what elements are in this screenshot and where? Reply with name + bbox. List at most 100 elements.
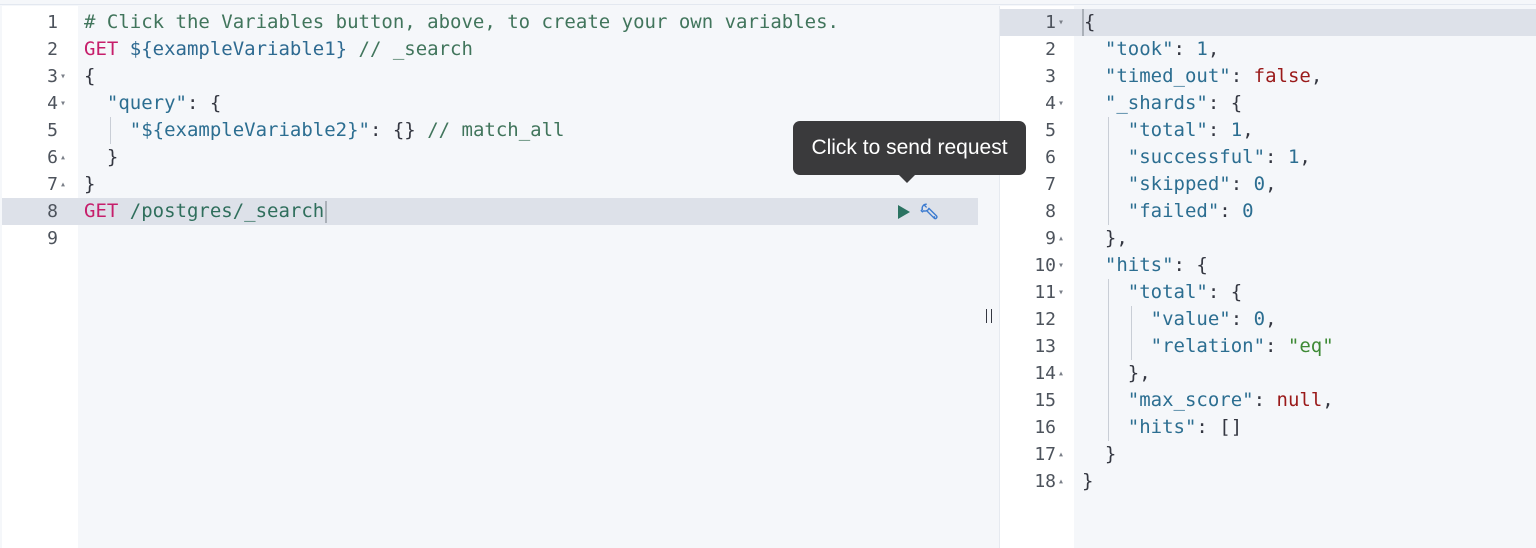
code-text: "value": 0,: [1082, 306, 1277, 333]
code-line[interactable]: 6▴ }: [2, 144, 978, 171]
fold-expand-icon[interactable]: ▴: [60, 179, 67, 190]
code-line[interactable]: 13 "relation": "eq": [1000, 333, 1536, 360]
code-line[interactable]: 7 "skipped": 0,: [1000, 171, 1536, 198]
fold-collapse-icon[interactable]: ▾: [1058, 260, 1065, 271]
line-number: 9: [1045, 228, 1056, 249]
indent-guide: [1107, 306, 1109, 333]
token-punct: [1082, 173, 1128, 195]
fold-collapse-icon[interactable]: ▾: [60, 98, 67, 109]
token-punct: :: [1173, 38, 1197, 60]
token-key: "relation": [1150, 335, 1266, 357]
fold-expand-icon[interactable]: ▴: [1058, 476, 1065, 487]
token-punct: }: [1082, 470, 1094, 492]
token-punct: :: [1265, 146, 1288, 168]
token-key: "total": [1127, 281, 1208, 303]
code-line[interactable]: 17▴ }: [1000, 441, 1536, 468]
code-line[interactable]: 10▾ "hits": {: [1000, 252, 1536, 279]
code-line[interactable]: 4▾ "_shards": {: [1000, 90, 1536, 117]
code-line[interactable]: 9: [2, 225, 978, 252]
token-key: "took": [1104, 38, 1174, 60]
code-line[interactable]: 3▾{: [2, 63, 978, 90]
token-punct: ,: [1310, 65, 1323, 87]
token-punct: [1082, 254, 1105, 276]
token-punct: ,: [1265, 173, 1277, 195]
code-text: }: [1082, 468, 1093, 495]
response-gutter: [1000, 6, 1074, 548]
line-number: 12: [1034, 309, 1056, 330]
token-punct: [1082, 200, 1128, 222]
play-icon[interactable]: [898, 204, 910, 219]
line-number: 1: [47, 12, 58, 33]
code-line[interactable]: 14▴ },: [1000, 360, 1536, 387]
indent-guide: [1107, 117, 1109, 144]
token-punct: [1082, 92, 1105, 114]
code-text: }: [84, 144, 118, 171]
fold-expand-icon[interactable]: ▴: [1058, 368, 1065, 379]
fold-collapse-icon[interactable]: ▾: [1058, 98, 1065, 109]
code-line[interactable]: 15 "max_score": null,: [1000, 387, 1536, 414]
token-num: 1: [1196, 38, 1208, 60]
code-line[interactable]: 11▾ "total": {: [1000, 279, 1536, 306]
token-key: "max_score": [1127, 389, 1254, 411]
code-line[interactable]: 7▴}: [2, 171, 978, 198]
top-border: [0, 0, 1536, 5]
indent-guide: [1130, 333, 1132, 360]
code-text: "${exampleVariable2}": {} // match_all: [84, 117, 565, 144]
fold-collapse-icon[interactable]: ▾: [1058, 287, 1065, 298]
fold-expand-icon[interactable]: ▴: [60, 152, 67, 163]
token-punct: [84, 92, 107, 114]
indent-guide: [1107, 414, 1109, 441]
code-line[interactable]: 2 "took": 1,: [1000, 36, 1536, 63]
token-punct: ,: [1242, 119, 1254, 141]
token-method: GET: [84, 38, 119, 60]
pane-resizer[interactable]: [978, 6, 1000, 548]
token-punct: : {: [1207, 92, 1243, 114]
request-actions: [898, 198, 940, 225]
code-line[interactable]: 8 "failed": 0: [1000, 198, 1536, 225]
token-key: "failed": [1127, 200, 1220, 222]
line-number: 3: [1045, 66, 1056, 87]
wrench-icon[interactable]: [918, 201, 940, 223]
code-line[interactable]: 1▾{: [1000, 9, 1536, 36]
token-punct: },: [1082, 362, 1151, 384]
token-punct: :: [1219, 200, 1243, 222]
response-viewer[interactable]: 1▾{2 "took": 1,3 "timed_out": false,4▾ "…: [1000, 6, 1536, 548]
code-line[interactable]: 1# Click the Variables button, above, to…: [2, 9, 978, 36]
code-line[interactable]: 5 "${exampleVariable2}": {} // match_all: [2, 117, 978, 144]
token-key: "hits": [1127, 416, 1197, 438]
line-number: 8: [1045, 201, 1056, 222]
indent-guide: [109, 117, 111, 144]
code-text: "hits": []: [1082, 414, 1242, 441]
code-line[interactable]: 9▴ },: [1000, 225, 1536, 252]
code-text: }: [1082, 441, 1116, 468]
fold-collapse-icon[interactable]: ▾: [1058, 17, 1065, 28]
code-text: "query": {: [84, 90, 221, 117]
token-punct: :: [1253, 389, 1277, 411]
fold-expand-icon[interactable]: ▴: [1058, 233, 1065, 244]
code-text: },: [1082, 225, 1128, 252]
code-line[interactable]: 5 "total": 1,: [1000, 117, 1536, 144]
code-text: {: [84, 63, 95, 90]
token-punct: }: [84, 146, 119, 168]
code-text: },: [1082, 360, 1151, 387]
token-punct: : {: [1207, 281, 1243, 303]
request-gutter: [2, 6, 78, 548]
token-bool: false: [1253, 65, 1311, 87]
code-line[interactable]: 6 "successful": 1,: [1000, 144, 1536, 171]
code-line[interactable]: 3 "timed_out": false,: [1000, 63, 1536, 90]
code-line[interactable]: 4▾ "query": {: [2, 90, 978, 117]
indent-guide: [1107, 198, 1109, 225]
line-number: 6: [47, 147, 58, 168]
token-comment: // match_all: [415, 119, 565, 141]
request-editor[interactable]: 1# Click the Variables button, above, to…: [2, 6, 978, 548]
token-num: 0: [1253, 173, 1266, 195]
code-line[interactable]: 16 "hits": []: [1000, 414, 1536, 441]
resize-handle-icon[interactable]: [986, 309, 992, 323]
fold-collapse-icon[interactable]: ▾: [60, 71, 67, 82]
code-line[interactable]: 18▴}: [1000, 468, 1536, 495]
indent-guide: [1107, 387, 1109, 414]
code-line[interactable]: 12 "value": 0,: [1000, 306, 1536, 333]
fold-expand-icon[interactable]: ▴: [1058, 449, 1065, 460]
